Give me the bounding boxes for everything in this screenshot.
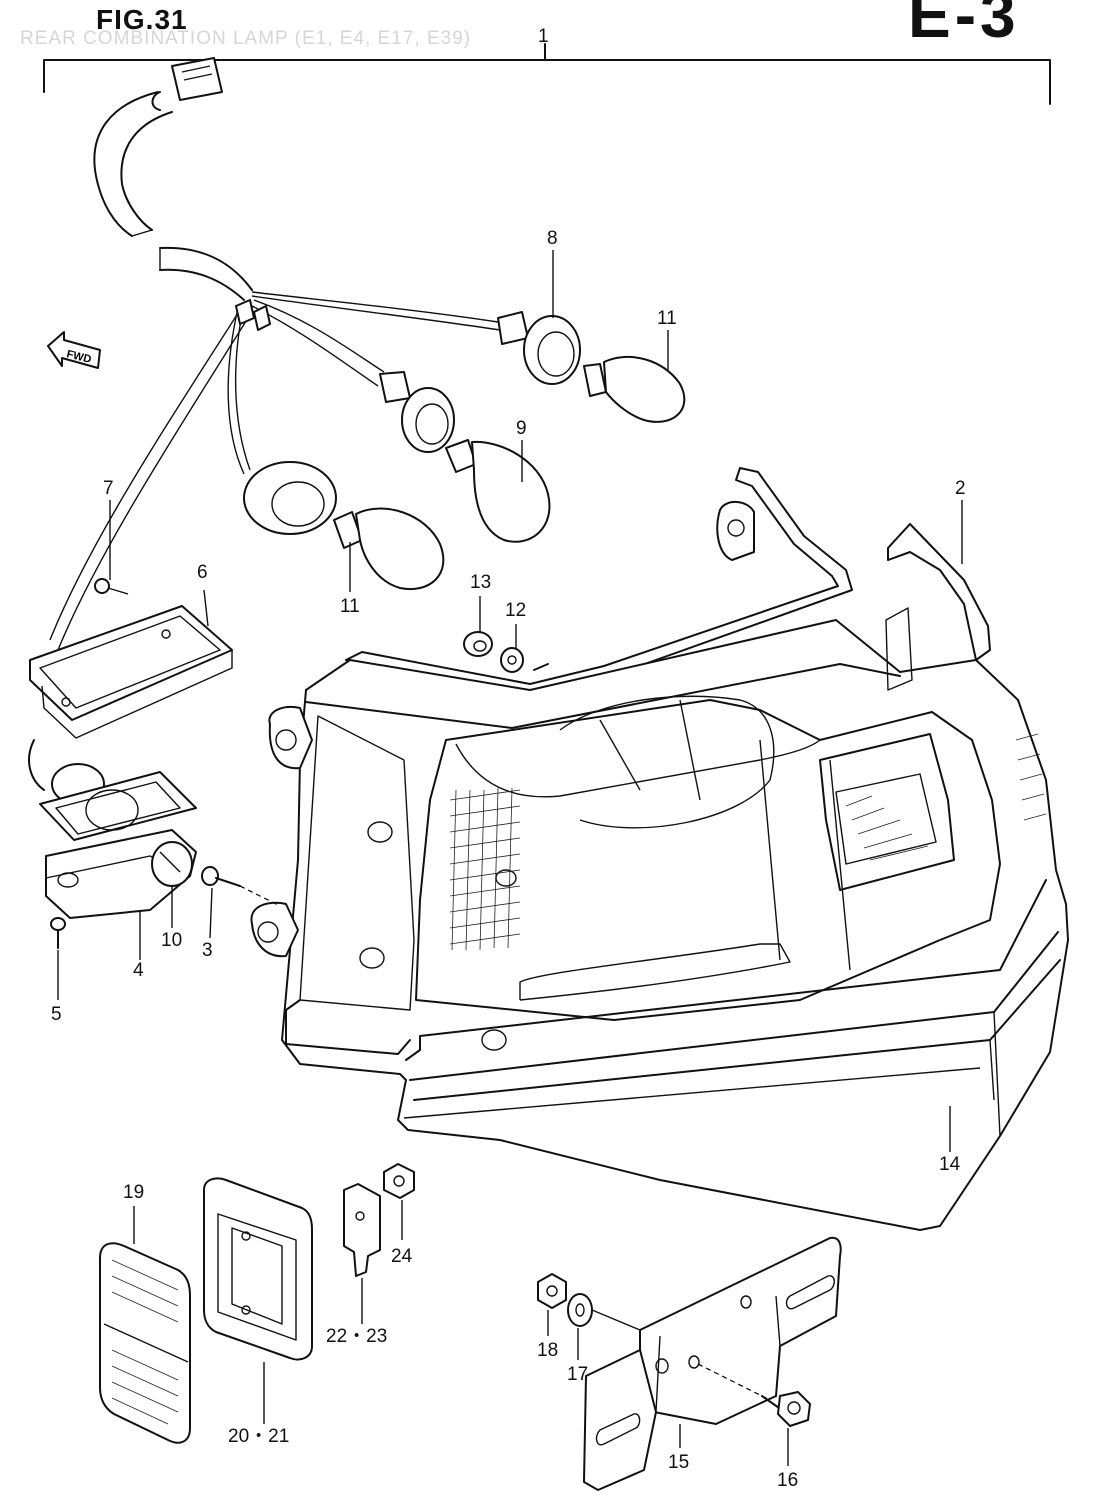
callout-2: 2 [955, 478, 966, 499]
nut-part-18 [537, 1273, 567, 1309]
callout-7: 7 [103, 478, 114, 499]
assembly-bracket [43, 43, 1051, 105]
license-lamp-lens-part-6 [29, 605, 233, 739]
reflector-part-19 [99, 1242, 191, 1444]
callout-labels: 1 2 3 4 5 6 7 8 9 10 11 11 12 13 14 15 1… [51, 26, 966, 1491]
wiring-harness [49, 57, 501, 651]
callout-9: 9 [516, 418, 527, 439]
callout-20-21: 20・21 [228, 1426, 289, 1447]
callout-19: 19 [123, 1182, 144, 1203]
clip-part-22-23 [343, 1183, 381, 1277]
page-code: E-3 [908, 0, 1020, 51]
figure-label: FIG.31 [96, 4, 188, 35]
callout-22-23: 22・23 [326, 1326, 387, 1347]
bulb-part-11-upper [583, 355, 686, 423]
lamp-housing-rim [345, 467, 991, 701]
callout-11-lower: 11 [340, 596, 360, 617]
callout-10: 10 [161, 930, 182, 951]
mounting-bracket-part-15 [583, 1236, 842, 1491]
callout-3: 3 [202, 940, 213, 961]
callout-5: 5 [51, 1004, 62, 1025]
callout-8: 8 [547, 228, 558, 249]
lamp-main-body [250, 607, 1069, 1231]
bulb-socket-b [243, 461, 337, 535]
callout-14: 14 [939, 1154, 961, 1175]
bolt-part-16 [761, 1391, 811, 1427]
callout-13: 13 [470, 572, 491, 593]
callout-16: 16 [777, 1470, 798, 1491]
callout-15: 15 [668, 1452, 689, 1473]
bulb-part-9 [445, 439, 551, 543]
callout-17: 17 [567, 1364, 588, 1385]
callout-6: 6 [197, 562, 208, 583]
washer-part-17 [567, 1293, 641, 1331]
stud-pin [533, 663, 549, 671]
fwd-arrow-icon: FWD [47, 331, 101, 369]
screw-part-7 [94, 578, 129, 595]
bulb-part-11-lower [333, 507, 445, 591]
callout-18: 18 [537, 1340, 558, 1361]
faded-subtitle: REAR COMBINATION LAMP (E1, E4, E17, E39) [20, 28, 472, 49]
callout-4: 4 [133, 960, 144, 981]
callout-1: 1 [538, 26, 549, 47]
bulb-part-10 [151, 841, 193, 887]
screw-part-5 [50, 917, 66, 949]
fwd-label: FWD [65, 348, 92, 366]
leader-lines [57, 250, 963, 1466]
license-lamp-socket [28, 739, 197, 841]
callout-24: 24 [391, 1246, 413, 1267]
washer-part-12 [500, 647, 524, 673]
callout-11-upper: 11 [657, 308, 677, 329]
nut-part-13 [463, 631, 493, 657]
callout-12: 12 [505, 600, 526, 621]
bulb-socket-a [379, 371, 455, 453]
reflector-bracket-part-20-21 [203, 1177, 313, 1361]
nut-part-24 [383, 1163, 415, 1199]
bulb-socket-part-8 [497, 311, 581, 385]
screw-part-3 [201, 866, 281, 907]
